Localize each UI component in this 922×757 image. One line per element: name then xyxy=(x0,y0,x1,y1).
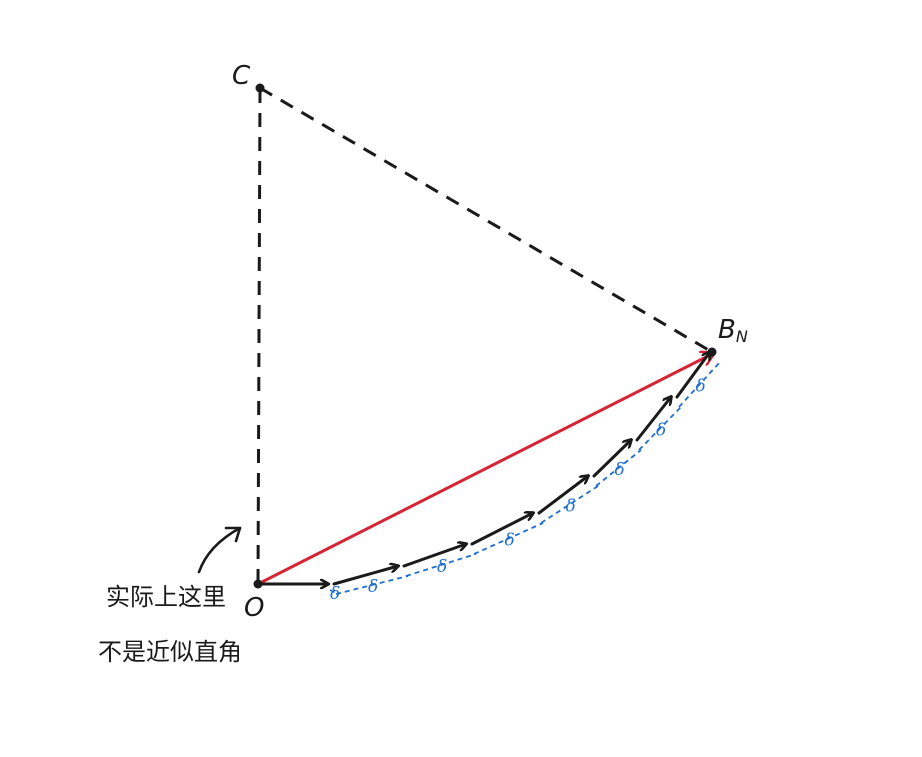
annotation-arrow xyxy=(197,526,242,574)
dashed-line-cb xyxy=(259,86,713,354)
step-arrows xyxy=(256,352,710,586)
delta-label: δ xyxy=(330,584,340,604)
chord-arrow-ob xyxy=(257,353,714,586)
step-arrow xyxy=(332,566,398,586)
delta-segment xyxy=(678,361,721,408)
point-c xyxy=(255,83,265,93)
label-bn: BN xyxy=(718,315,748,346)
note-line-1: 实际上这里 xyxy=(106,583,226,611)
delta-segment xyxy=(473,522,544,555)
point-o xyxy=(253,579,263,589)
delta-segment xyxy=(405,553,477,577)
label-c: C xyxy=(232,61,251,91)
delta-label: δ xyxy=(696,377,706,397)
point-bn xyxy=(707,347,717,357)
delta-label: δ xyxy=(656,421,666,441)
label-b: B xyxy=(718,315,736,345)
step-arrow xyxy=(592,440,631,478)
delta-segment xyxy=(335,575,409,595)
delta-label: δ xyxy=(505,531,515,551)
delta-label: δ xyxy=(615,460,625,480)
delta-label: δ xyxy=(368,577,378,597)
step-arrow xyxy=(635,397,671,442)
annotation-arrowhead xyxy=(224,526,242,543)
step-arrow xyxy=(675,352,710,399)
label-n-subscript: N xyxy=(736,327,748,346)
step-arrow xyxy=(537,476,588,515)
delta-label: δ xyxy=(566,497,576,517)
note-line-2: 不是近似直角 xyxy=(98,638,242,666)
delta-segments: δ δ δ δ δ δ δ δ xyxy=(329,361,721,604)
delta-segment xyxy=(540,485,599,524)
delta-segment xyxy=(595,449,642,487)
label-o: O xyxy=(244,593,264,623)
dashed-line-oc xyxy=(256,87,262,584)
delta-label: δ xyxy=(437,557,447,577)
delta-segment xyxy=(638,406,682,451)
step-arrow xyxy=(470,513,533,546)
step-arrow xyxy=(402,544,466,568)
delta-segment xyxy=(329,589,339,595)
